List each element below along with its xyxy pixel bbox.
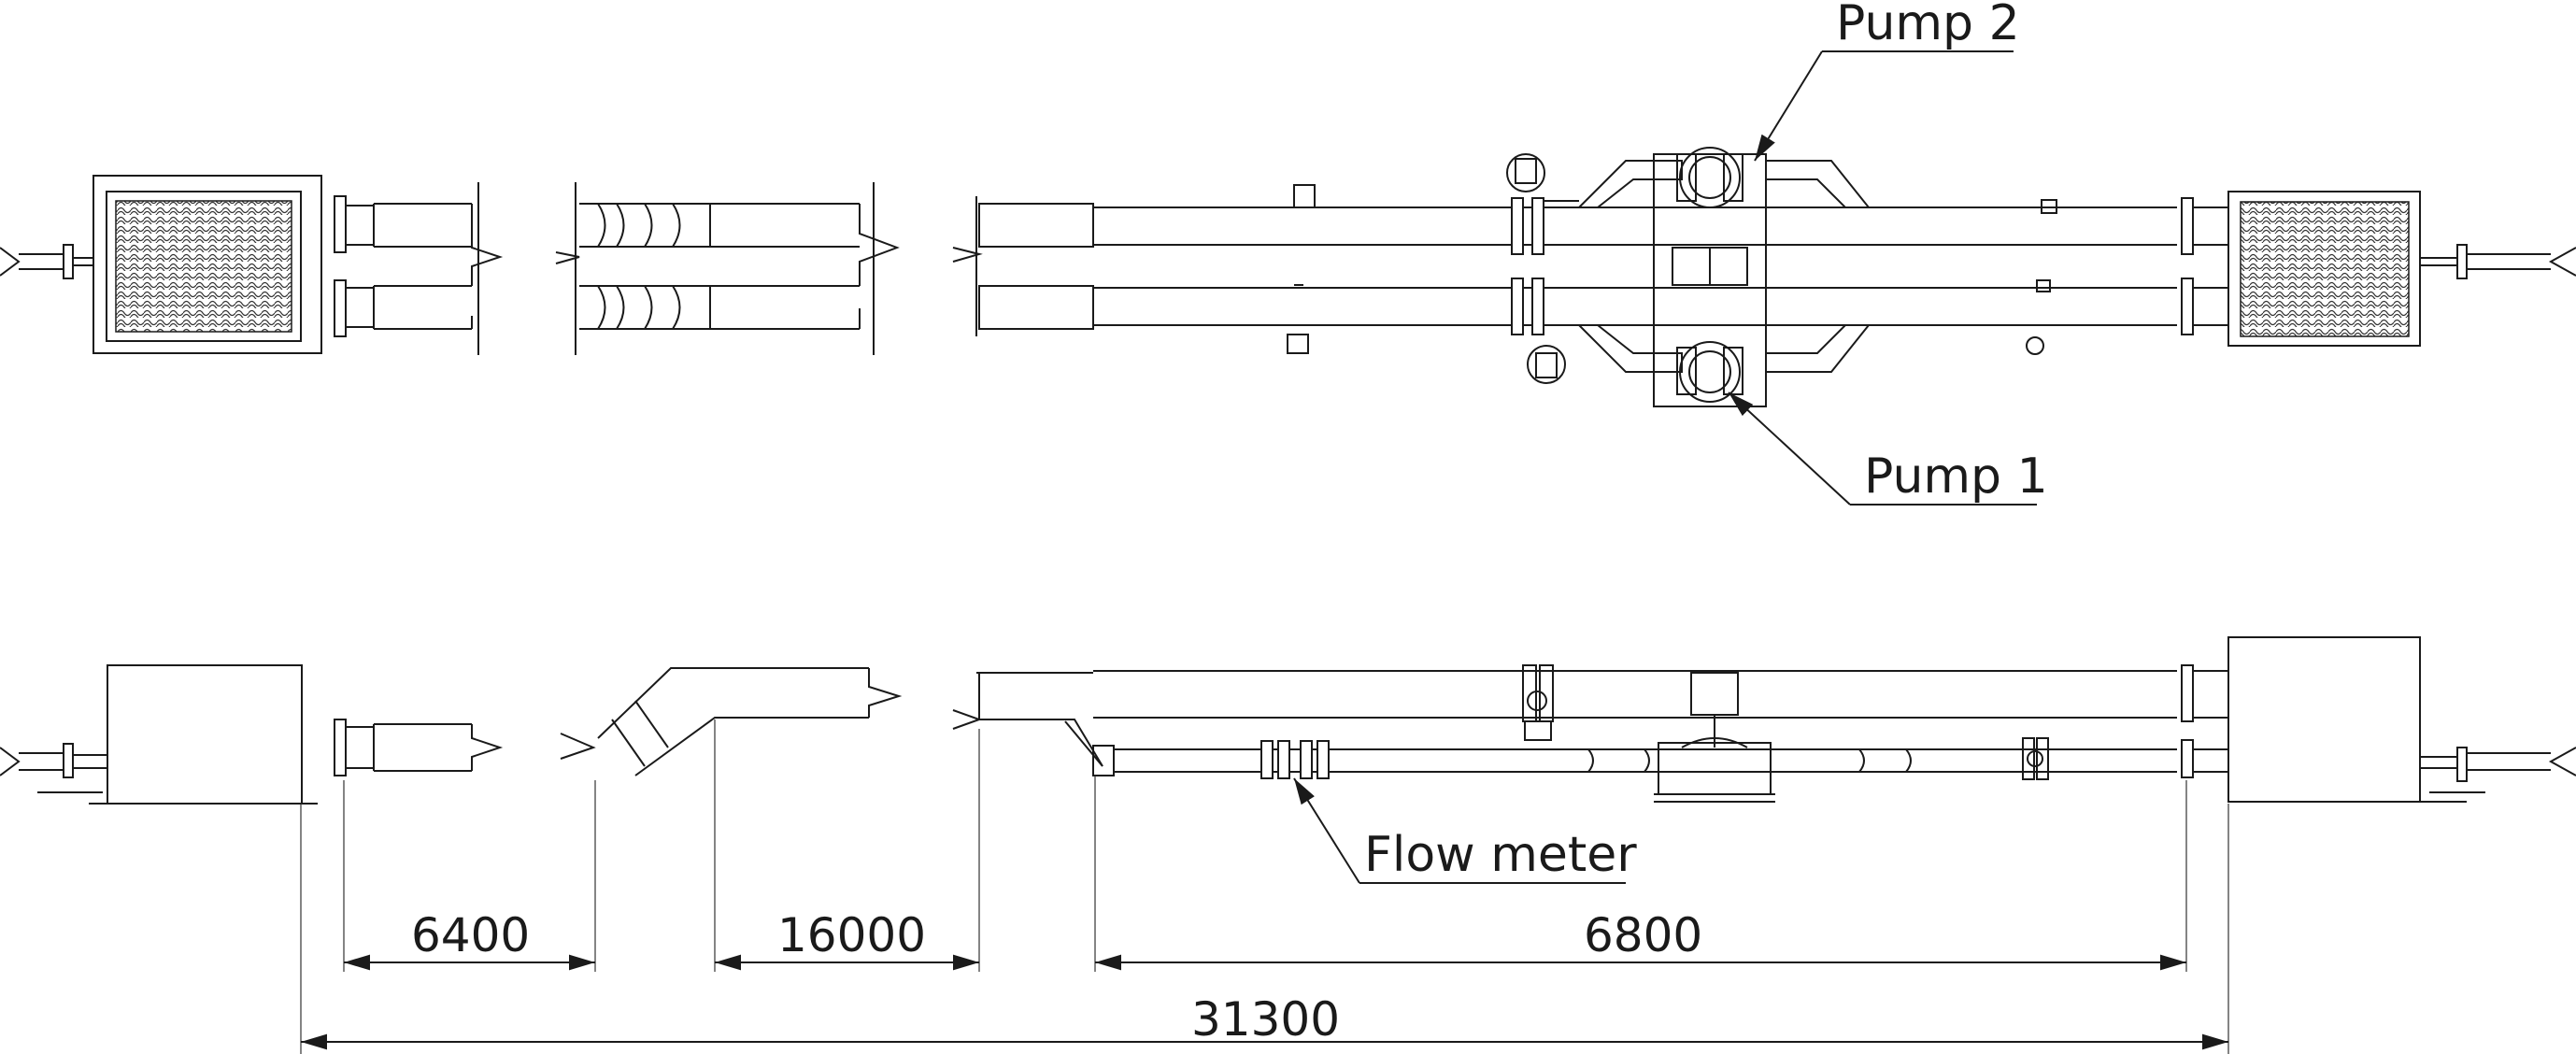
right-outlet-plan: [2420, 244, 2576, 279]
dimension-16000: 16000: [715, 908, 979, 971]
left-heat-exchanger-elevation: [89, 664, 318, 805]
pump-2-plan: [1578, 147, 1872, 208]
flow-meter-label: Flow meter: [1364, 827, 1637, 883]
valve-handle-top: [1506, 153, 1545, 192]
coupling-pair-bottom: [597, 285, 711, 330]
pump-1-label: Pump 1: [1864, 449, 2048, 505]
coupling-pair-top: [597, 203, 711, 248]
dimension-6800-text: 6800: [1584, 908, 1702, 962]
pump-1-callout: Pump 1: [1728, 392, 2048, 506]
elevation-view: Flow meter: [0, 636, 2576, 884]
dimension-lines: 6400 16000 6800 31300: [300, 719, 2229, 1054]
main-pipes-elevation: [952, 664, 2228, 803]
right-outlet-elevation: [2420, 747, 2576, 793]
dimension-6800: 6800: [1095, 908, 2186, 971]
right-heat-exchanger-plan: [2227, 191, 2421, 347]
dimension-16000-text: 16000: [777, 908, 926, 962]
valve-handle-bottom: [1527, 345, 1566, 384]
elbow-riser: [560, 667, 903, 776]
dimension-6400-text: 6400: [411, 908, 530, 962]
right-heat-exchanger-elevation: [2227, 636, 2467, 803]
flow-meter: [1260, 740, 1330, 779]
flow-meter-callout: Flow meter: [1293, 777, 1637, 884]
dimension-31300-text: 31300: [1191, 992, 1340, 1047]
pump-2-label: Pump 2: [1836, 0, 2020, 51]
left-inlet-plan: [0, 244, 93, 279]
plan-view: Pump 2 Pump 1: [0, 0, 2576, 506]
dimension-31300: 31300: [301, 992, 2228, 1050]
left-pipes-segment-1: [334, 182, 504, 355]
middle-pipes-segment-2: [555, 182, 900, 355]
left-pipe-elevation: [334, 719, 504, 776]
dimension-6400: 6400: [344, 908, 595, 971]
pump-1-plan: [1578, 324, 1872, 403]
left-heat-exchanger-plan: [93, 175, 322, 354]
pump-2-callout: Pump 2: [1754, 0, 2020, 162]
left-inlet-elevation: [0, 743, 107, 793]
main-pipes-plan: [952, 147, 2228, 407]
pump-elevation: [1654, 672, 1775, 803]
